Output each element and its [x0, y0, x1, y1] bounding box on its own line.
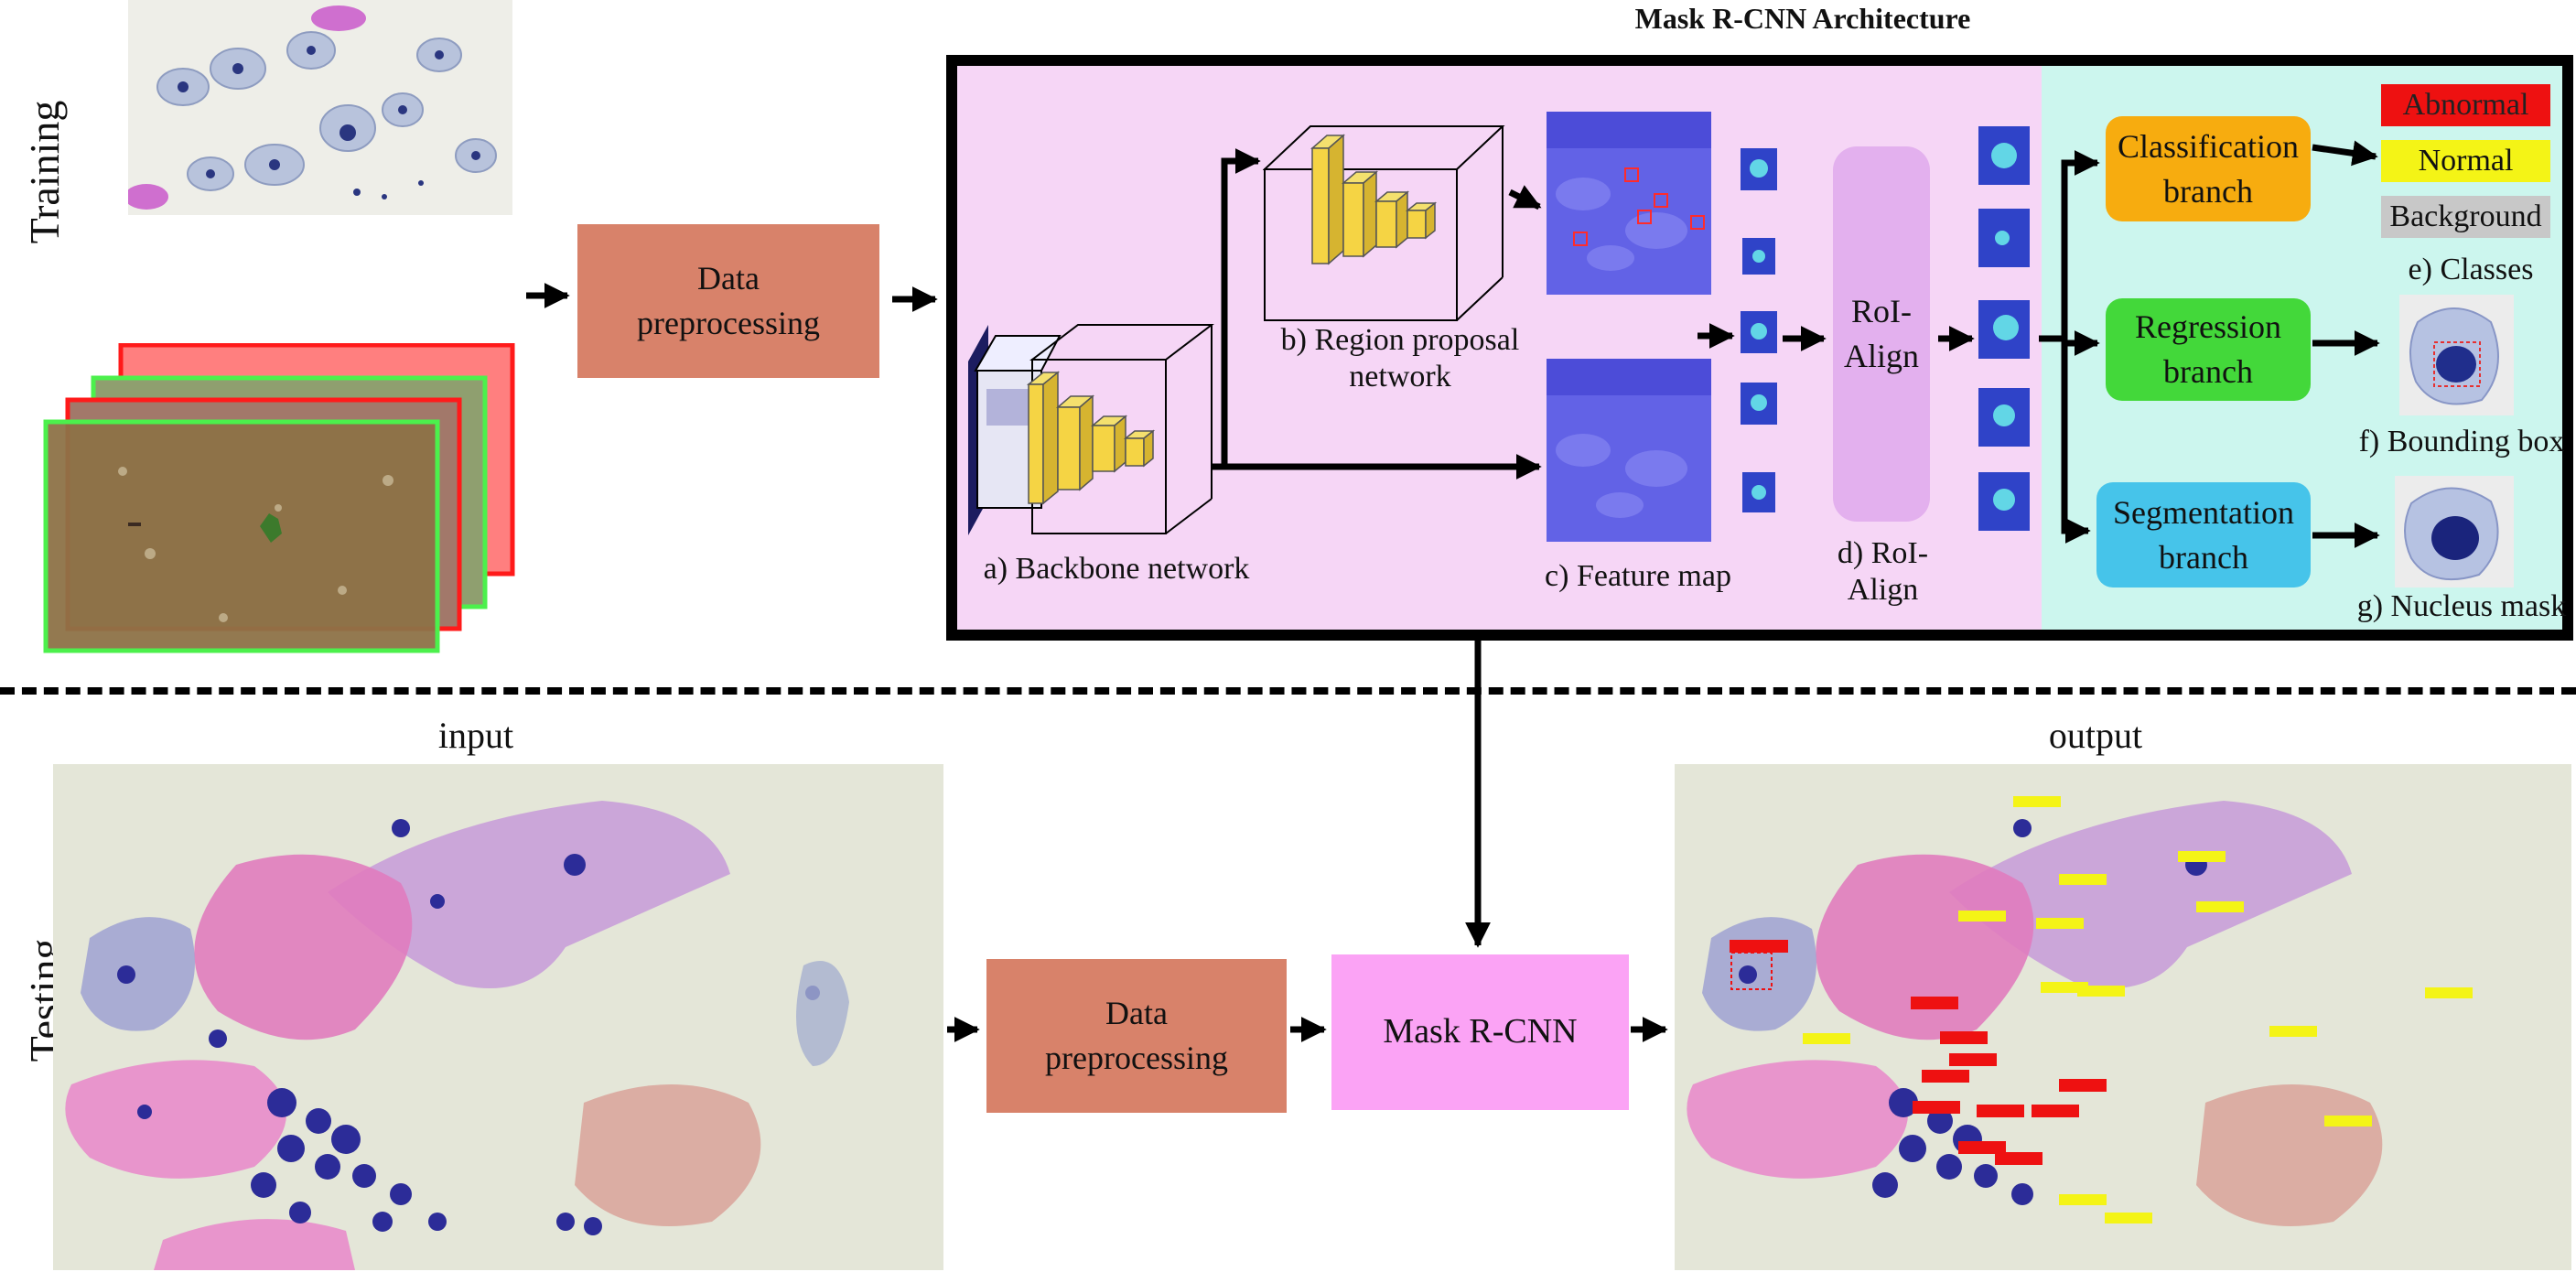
proposal-crops: [1739, 148, 1779, 514]
mask-rcnn-box: Mask R-CNN: [1331, 954, 1629, 1110]
feature-map-top: [1547, 112, 1711, 295]
input-label: input: [437, 715, 514, 756]
backbone-network-label: a) Backbone network: [983, 552, 1250, 586]
class-abnormal: Abnormal: [2381, 84, 2550, 126]
roi-align-label: d) RoI-Align: [1837, 536, 1929, 608]
feature-map-bottom: [1547, 359, 1711, 542]
classes-label: e) Classes: [2408, 253, 2534, 286]
testing-preprocess-box: Data preprocessing: [986, 959, 1287, 1113]
feature-map-label: c) Feature map: [1545, 559, 1731, 593]
class-normal: Normal: [2381, 140, 2550, 182]
aligned-crops: [1977, 126, 2032, 538]
roi-align-box: RoI-Align: [1833, 146, 1930, 522]
section-divider: [0, 687, 2576, 695]
region-proposal-network-graphic: [1262, 119, 1510, 325]
regression-branch-box: Regression branch: [2106, 298, 2311, 401]
nucleus-mask-label: g) Nucleus mask: [2356, 589, 2567, 623]
backbone-network-graphic: [968, 316, 1224, 549]
output-label: output: [2048, 715, 2143, 756]
bounding-box-label: f) Bounding box: [2358, 425, 2565, 458]
output-image: [1675, 764, 2571, 1270]
class-background: Background: [2381, 196, 2550, 238]
region-proposal-network-label: b) Region proposal network: [1280, 323, 1520, 394]
annotated-image-stack: [40, 342, 525, 654]
bounding-box-example: [2399, 295, 2514, 415]
nucleus-mask-example: [2395, 476, 2514, 587]
classification-branch-box: Classification branch: [2106, 116, 2311, 221]
training-cell-image: [128, 0, 512, 215]
segmentation-branch-box: Segmentation branch: [2096, 482, 2311, 587]
diagram-title: Mask R-CNN Architecture: [1634, 2, 1971, 35]
training-preprocess-box: Data preprocessing: [577, 224, 879, 378]
input-image: [53, 764, 943, 1270]
